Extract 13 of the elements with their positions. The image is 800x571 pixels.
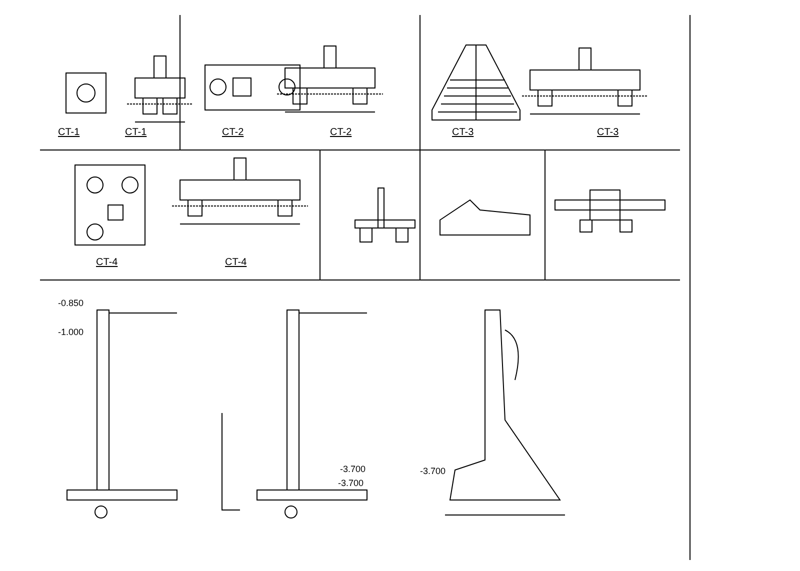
drawing-title: CT-2 [330, 128, 352, 138]
drawing-title: CT-1 [58, 128, 80, 138]
elevation-label: -1.000 [58, 327, 84, 337]
elevation-label: -3.700 [338, 478, 364, 488]
drawing-title: CT-1 [125, 128, 147, 138]
elevation-label: -3.700 [420, 466, 446, 476]
drawing-title: CT-3 [597, 128, 619, 138]
drawing-title: CT-4 [225, 258, 247, 268]
drawing-title: CT-2 [222, 128, 244, 138]
elevation-label: -3.700 [340, 464, 366, 474]
drawing-title: CT-4 [96, 258, 118, 268]
elevation-label: -0.850 [58, 298, 84, 308]
drawing-title: CT-3 [452, 128, 474, 138]
